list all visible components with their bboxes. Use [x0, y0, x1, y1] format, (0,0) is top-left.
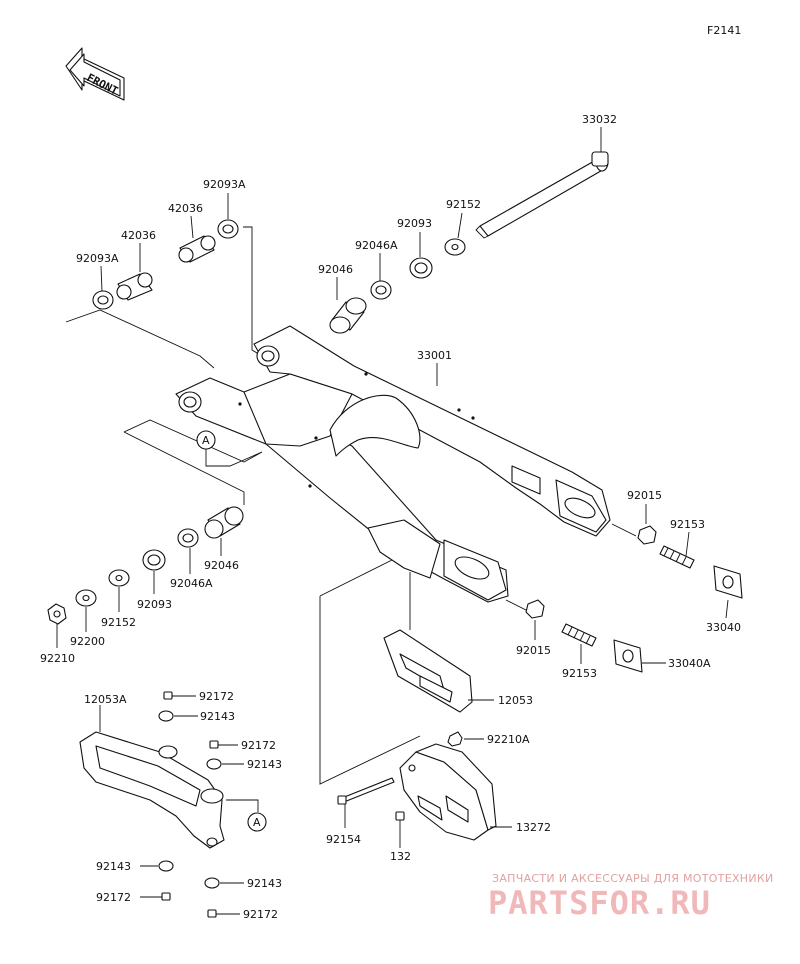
- label-92172-a: 92172: [199, 690, 234, 703]
- bolt-92172-a: [163, 691, 196, 700]
- label-92015-mid: 92015: [516, 644, 551, 657]
- label-92093A-left: 92093A: [76, 252, 119, 265]
- bearing-92046-top: [329, 297, 367, 334]
- washer-92143-d: [204, 877, 244, 889]
- nut-92210: [47, 603, 67, 625]
- label-92093-top: 92093: [397, 217, 432, 230]
- chain-guide-13272: [399, 743, 497, 841]
- bolt-132: [395, 811, 405, 830]
- label-92046A-low: 92046A: [170, 577, 213, 590]
- label-92046-top: 92046: [318, 263, 353, 276]
- callout-a-top: A: [202, 434, 210, 447]
- collar-42036-left: [116, 272, 153, 301]
- label-92143-c: 92143: [96, 860, 131, 873]
- seal-92093A-top: [217, 219, 239, 239]
- label-33040: 33040: [706, 621, 741, 634]
- label-92172-b: 92172: [241, 739, 276, 752]
- label-92210A: 92210A: [487, 733, 530, 746]
- label-92093A-top: 92093A: [203, 178, 246, 191]
- label-92046A-top: 92046A: [355, 239, 398, 252]
- label-92143-d: 92143: [247, 877, 282, 890]
- label-132: 132: [390, 850, 411, 863]
- label-42036-left: 42036: [121, 229, 156, 242]
- label-92015-right: 92015: [627, 489, 662, 502]
- bolt-92172-c: [140, 892, 171, 901]
- label-92200: 92200: [70, 635, 105, 648]
- label-33040A: 33040A: [668, 657, 711, 670]
- adjuster-bolt-92153-right: [659, 545, 695, 569]
- bolt-92172-d: [207, 909, 240, 918]
- front-arrow-icon: FRONT: [65, 47, 125, 101]
- bolt-92154: [337, 777, 395, 805]
- label-92153-right: 92153: [670, 518, 705, 531]
- label-92093-low: 92093: [137, 598, 172, 611]
- bolt-92172-b: [209, 740, 238, 749]
- bolt-92210A: [447, 731, 463, 747]
- label-92153-mid: 92153: [562, 667, 597, 680]
- label-92143-b: 92143: [247, 758, 282, 771]
- label-92143-a: 92143: [200, 710, 235, 723]
- label-92152-low: 92152: [101, 616, 136, 629]
- figure-code: F2141: [707, 24, 741, 37]
- washer-92200: [75, 589, 97, 607]
- nut-92015-right: [637, 525, 657, 545]
- label-92046-low: 92046: [204, 559, 239, 572]
- label-92152-top: 92152: [446, 198, 481, 211]
- swingarm-axle: [475, 151, 609, 239]
- watermark-tagline: ЗАПЧАСТИ И АКСЕССУАРЫ ДЛЯ МОТОТЕХНИКИ: [492, 872, 774, 885]
- collar-42036-top: [178, 235, 216, 263]
- adjuster-block-33040: [713, 565, 743, 599]
- swingarm: [175, 325, 611, 603]
- chain-slider-12053A: [79, 731, 225, 849]
- label-92172-d: 92172: [243, 908, 278, 921]
- adjuster-bolt-92153-mid: [561, 623, 597, 647]
- watermark-brand: PARTSFOR.RU: [488, 884, 711, 922]
- callout-a-bottom: A: [253, 816, 261, 829]
- label-12053A: 12053A: [84, 693, 127, 706]
- seal-92093A-left: [92, 290, 114, 310]
- label-92210: 92210: [40, 652, 75, 665]
- label-92172-c: 92172: [96, 891, 131, 904]
- label-12053: 12053: [498, 694, 533, 707]
- adjuster-block-33040A: [613, 639, 643, 673]
- washer-92152-top: [444, 238, 466, 256]
- label-92154: 92154: [326, 833, 361, 846]
- washer-92152-low: [108, 569, 130, 587]
- washer-92143-c: [140, 860, 174, 872]
- bearing-92046-low: [204, 506, 244, 539]
- seal-92046A-top: [370, 280, 392, 300]
- washer-92143-a: [158, 710, 198, 722]
- label-13272: 13272: [516, 821, 551, 834]
- chain-guide-12053: [383, 629, 473, 713]
- label-33001: 33001: [417, 349, 452, 362]
- nut-92015-mid: [525, 599, 545, 619]
- seal-92093-low: [142, 549, 166, 571]
- seal-92046A-low: [177, 528, 199, 548]
- seal-92093-top: [409, 257, 433, 279]
- label-42036-top: 42036: [168, 202, 203, 215]
- label-33032: 33032: [582, 113, 617, 126]
- washer-92143-b: [206, 758, 244, 770]
